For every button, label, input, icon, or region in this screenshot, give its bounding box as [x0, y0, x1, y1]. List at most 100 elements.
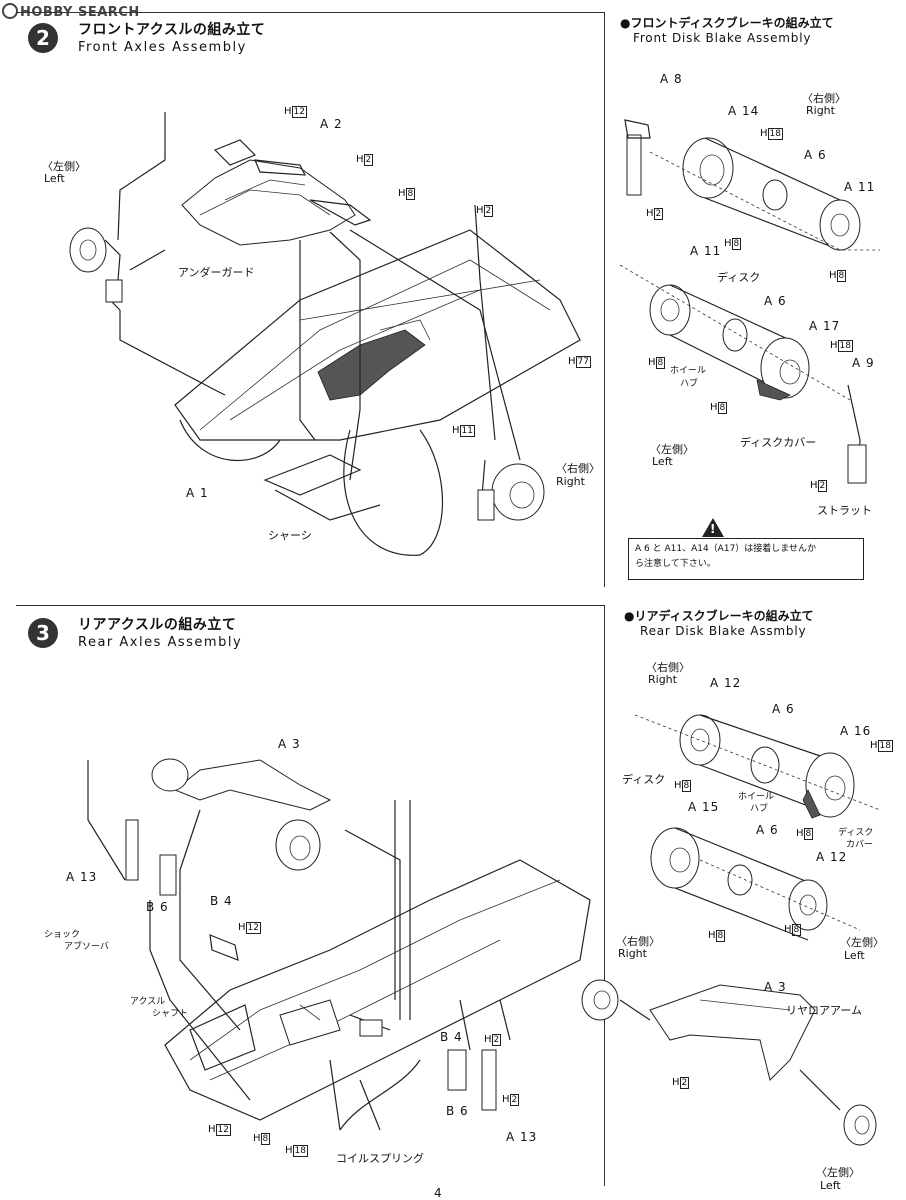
part-a14-label: A 14 — [728, 104, 760, 118]
step-2-title-jp: フロントアクスルの組み立て — [78, 22, 266, 38]
part-a6-label-fd-b: A 6 — [764, 294, 787, 308]
front-frame-drawing — [174, 229, 581, 556]
step-2-title-en: Front Axles Assembly — [78, 40, 247, 55]
part-a12-label-a: A 12 — [710, 676, 742, 690]
caution-icon — [702, 518, 724, 537]
shock-label-2: アブソーバ — [64, 942, 109, 952]
front-left-label-en: Left — [44, 172, 65, 185]
rear-disk-left-en-b: Left — [820, 1179, 841, 1192]
front-disk-title-jp: ●フロントディスクブレーキの組み立て — [620, 16, 834, 30]
rear-disk-right-jp-b: 〈右側〉 — [616, 935, 660, 948]
under-guard-label: アンダーガード — [178, 266, 255, 279]
part-a17-label: A 17 — [809, 319, 841, 333]
rear-disk-title-en: Rear Disk Blake Assmbly — [640, 624, 807, 638]
front-disk-brake-drawing — [619, 119, 880, 484]
part-b4-label-a: B 4 — [210, 894, 233, 908]
part-b6-label-a: B 6 — [146, 900, 169, 914]
caution-line-1: A 6 と A11、A14（A17）は接着しませんか — [635, 544, 817, 554]
wheel-hub-label-rd-1: ホイール — [738, 792, 775, 802]
part-a13-label-b: A 13 — [506, 1130, 538, 1144]
wheel-hub-label-fd-1: ホイール — [670, 366, 707, 376]
under-guard-part — [181, 139, 372, 246]
step-3-title-en: Rear Axles Assembly — [78, 635, 243, 650]
part-a6-label-fd-a: A 6 — [804, 148, 827, 162]
rear-disk-right-en-a: Right — [648, 673, 677, 686]
part-a3-label-step3: A 3 — [278, 737, 301, 751]
part-a11-label-fd-b: A 11 — [690, 244, 722, 258]
front-disk-left-jp: 〈左側〉 — [650, 443, 694, 456]
front-right-label-en: Right — [556, 475, 585, 488]
disk-cover-label-fd: ディスクカバー — [740, 436, 817, 449]
part-a6-label-rd-b: A 6 — [756, 823, 779, 837]
shock-label-1: ショック — [44, 930, 81, 940]
front-disk-left-en: Left — [652, 455, 673, 468]
front-left-hub — [69, 227, 123, 311]
logo-ring-icon — [2, 3, 18, 19]
strut-label: ストラット — [817, 504, 872, 517]
disk-label-fd: ディスク — [717, 271, 761, 284]
axle-label-1: アクスル — [130, 997, 166, 1007]
step-3-title-jp: リアアクスルの組み立て — [78, 617, 237, 633]
coil-spring-label: コイルスプリング — [336, 1152, 424, 1165]
caution-note: A 6 と A11、A14（A17）は接着しませんか ら注意して下さい。 — [628, 538, 864, 580]
part-a8-label: A 8 — [660, 72, 683, 86]
front-disk-title-en: Front Disk Blake Assembly — [633, 31, 812, 45]
front-disk-right-jp: 〈右側〉 — [802, 92, 846, 105]
front-left-label-jp: 〈左側〉 — [42, 160, 86, 173]
disk-cover-label-rd-1: ディスク — [838, 828, 874, 838]
axle-label-2: シャフト — [152, 1009, 189, 1019]
rear-parts-drawing — [349, 1014, 497, 1111]
step-3-badge: 3 — [28, 618, 58, 648]
rear-disk-left-jp-b: 〈左側〉 — [816, 1166, 860, 1179]
part-a3-label-rd: A 3 — [764, 980, 787, 994]
part-a11-label-fd-a: A 11 — [844, 180, 876, 194]
rear-disk-right-jp-a: 〈右側〉 — [646, 661, 690, 674]
rear-axle-panel — [16, 605, 605, 1186]
part-a6-label-rd-a: A 6 — [772, 702, 795, 716]
disk-label-rd: ディスク — [622, 773, 666, 786]
rear-assembly-guides — [87, 760, 511, 1131]
front-right-label-jp: 〈右側〉 — [556, 462, 600, 475]
rear-arm-drawing — [125, 758, 332, 961]
caution-line-2: ら注意して下さい。 — [635, 559, 716, 569]
disk-cover-label-rd-2: カバー — [846, 840, 874, 850]
front-right-hub — [477, 459, 545, 521]
rear-disk-right-en-b: Right — [618, 947, 647, 960]
part-b4-label-b: B 4 — [440, 1030, 463, 1044]
chassis-label: シャーシ — [268, 529, 312, 542]
part-a15-label: A 15 — [688, 800, 720, 814]
rear-disk-left-en-a: Left — [844, 949, 865, 962]
part-a12-label-b: A 12 — [816, 850, 848, 864]
rear-arm-label: リヤロアアーム — [786, 1004, 863, 1017]
rear-disk-left-jp-a: 〈左側〉 — [840, 936, 884, 949]
page-number: 4 — [434, 1186, 442, 1200]
front-disk-right-en: Right — [806, 104, 835, 117]
rear-disk-title-jp: ●リアディスクブレーキの組み立て — [624, 609, 814, 623]
part-b6-label-b: B 6 — [446, 1104, 469, 1118]
wheel-hub-label-rd-2: ハブ — [750, 804, 769, 814]
